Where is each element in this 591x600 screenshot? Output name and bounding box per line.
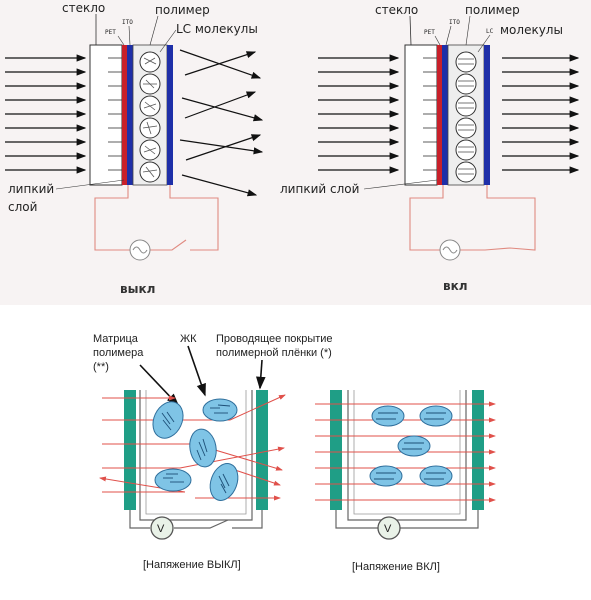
- bottom-right-cell-on: V [Напяжение ВКЛ]: [315, 390, 496, 573]
- bottom-left-cell-off: Матрица полимера (**) ЖК Проводящее покр…: [93, 333, 333, 571]
- label-polymer: полимер: [155, 3, 210, 17]
- ito-layer: [127, 45, 133, 185]
- droplets-off: [152, 398, 239, 501]
- label-coating-line2: полимерной плёнки (*): [216, 347, 332, 359]
- caption-voltage-off: [Напяжение ВЫКЛ]: [143, 559, 241, 571]
- lc-droplets-on: [455, 51, 477, 183]
- label-glass: стекло: [62, 1, 105, 15]
- transmitted-rays: [502, 54, 580, 174]
- incoming-rays-left: [5, 54, 87, 174]
- label-adhesive-on: липкий слой: [280, 182, 359, 196]
- label-lc: ЖК: [180, 333, 197, 345]
- label-pet: PET: [105, 29, 116, 36]
- label-ito-on: ITO: [449, 19, 460, 26]
- voltmeter-symbol-on: V: [384, 523, 392, 535]
- label-glass-on: стекло: [375, 3, 418, 17]
- caption-voltage-on: [Напяжение ВКЛ]: [352, 561, 440, 573]
- electrode-left-on: [330, 390, 342, 510]
- ito-layer-on: [442, 45, 448, 185]
- electrode-right-on: [472, 390, 484, 510]
- pet-layer-on: [437, 45, 442, 185]
- label-lc-molecules: LC молекулы: [176, 22, 258, 36]
- label-lc-on: LC: [486, 28, 494, 35]
- voltmeter-off: [150, 516, 174, 540]
- label-lc-molecules-on: молекулы: [500, 23, 563, 37]
- incoming-rays-right: [318, 54, 400, 174]
- state-label-off: выкл: [120, 282, 155, 296]
- top-left-cell-off: стекло PET ITO полимер LC молекулы липки…: [5, 1, 264, 296]
- state-label-on: вкл: [443, 279, 468, 293]
- droplets-on: [369, 405, 453, 487]
- voltmeter-on: [377, 516, 401, 540]
- top-right-cell-on: стекло PET ITO полимер LC молекулы липки…: [280, 3, 580, 293]
- label-adhesive-line1: липкий: [8, 182, 54, 196]
- lc-droplets-off: [139, 51, 161, 183]
- electrode-right: [256, 390, 268, 510]
- label-coating-line1: Проводящее покрытие: [216, 333, 333, 345]
- label-ito: ITO: [122, 19, 133, 26]
- scattered-rays: [179, 49, 264, 197]
- label-pet-on: PET: [424, 29, 435, 36]
- label-matrix-line1: Матрица: [93, 333, 139, 345]
- ito-layer-on-2: [484, 45, 490, 185]
- circuit-off: [94, 185, 219, 251]
- circuit-on: [409, 185, 536, 251]
- label-polymer-on: полимер: [465, 3, 520, 17]
- pet-layer: [122, 45, 127, 185]
- label-matrix-line3: (**): [93, 361, 109, 373]
- voltmeter-symbol-off: V: [157, 523, 165, 535]
- ito-layer-2: [167, 45, 173, 185]
- glass-layer: [89, 44, 123, 186]
- label-adhesive-line2: слой: [8, 200, 37, 214]
- glass-layer-on: [404, 44, 438, 186]
- label-matrix-line2: полимера: [93, 347, 144, 359]
